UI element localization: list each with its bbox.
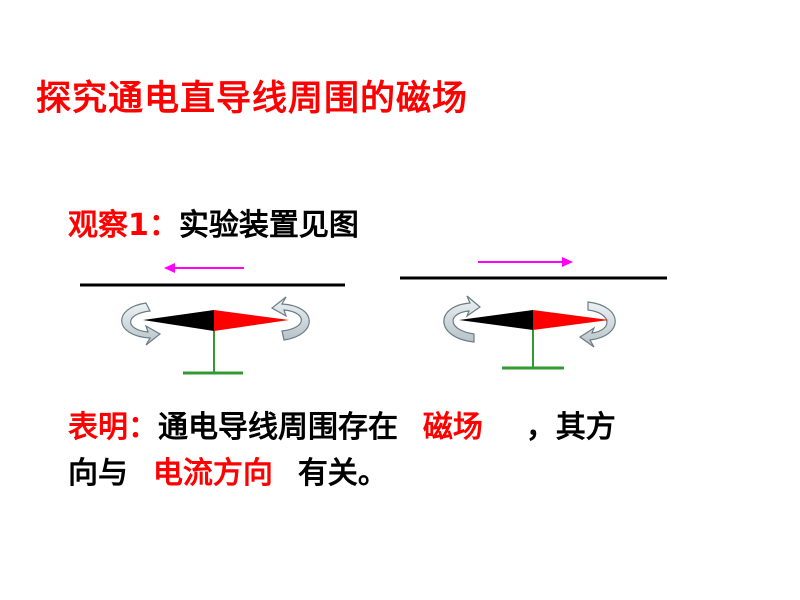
current-arrow-left-icon [164,263,244,273]
right-setup [400,257,667,370]
answer-current-direction: 电流方向 [152,456,273,491]
conclusion-text-before: 通电导线周围存在 [158,410,398,445]
conclusion-line-1: 表明：通电导线周围存在 磁场 ，其方 [68,405,616,451]
conclusion-paragraph: 表明：通电导线周围存在 磁场 ，其方 向与 电流方向 有关。 [68,405,616,497]
observation-line: 观察1：实验装置见图 [68,200,359,244]
conclusion-text-end: 有关。 [297,456,388,491]
conclusion-label: 表明： [68,410,158,445]
current-arrow-right-icon [478,257,573,267]
rotation-arrow-icon [121,302,162,346]
conclusion-line-2: 向与 电流方向 有关。 [68,451,616,497]
compass-needle-icon [459,310,609,330]
conclusion-text-middle: ，其方 [525,410,616,445]
conclusion-text-line2-start: 向与 [68,456,128,491]
rotation-arrow-icon [443,295,481,343]
left-setup [80,263,345,375]
experiment-diagram [80,257,667,375]
answer-magnetic-field: 磁场 [422,410,483,445]
observation-text: 实验装置见图 [178,208,359,243]
observation-label: 观察1： [68,208,179,243]
rotation-arrow-icon [578,301,616,348]
rotation-arrow-icon [270,296,310,341]
slide-title: 探究通电直导线周围的磁场 [36,79,469,119]
compass-needle-icon [143,310,289,331]
